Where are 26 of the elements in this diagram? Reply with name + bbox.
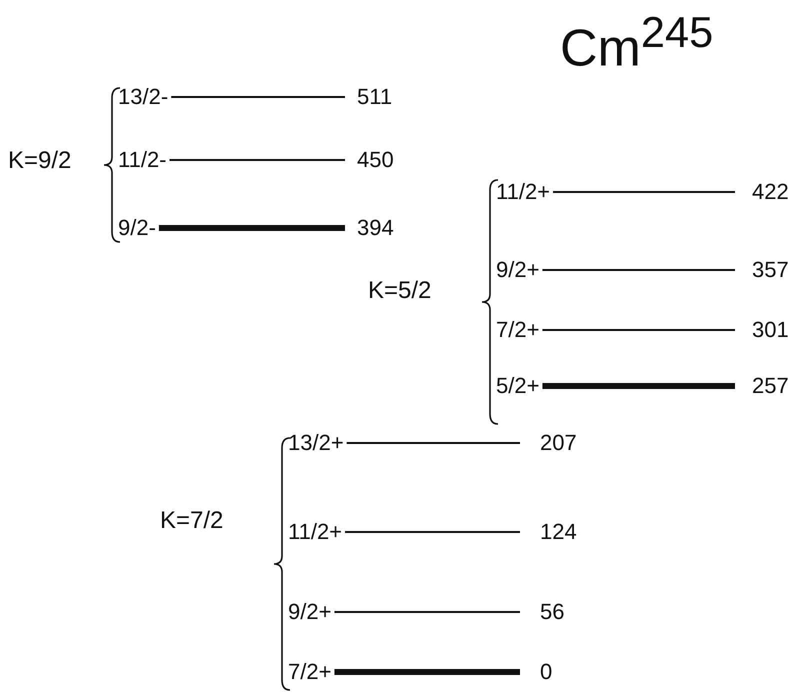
spin-label: 9/2- xyxy=(118,217,156,239)
energy-value: 450 xyxy=(357,149,394,171)
spin-label: 11/2+ xyxy=(288,521,342,543)
energy-value: 422 xyxy=(752,181,789,203)
spin-label: 13/2+ xyxy=(288,432,344,454)
energy-value: 56 xyxy=(540,601,564,623)
energy-value: 257 xyxy=(752,375,789,397)
energy-value: 301 xyxy=(752,319,789,341)
energy-value: 0 xyxy=(540,661,552,683)
energy-value: 357 xyxy=(752,259,789,281)
spin-label: 9/2+ xyxy=(288,601,332,623)
band-label: K=9/2 xyxy=(8,149,72,173)
spin-label: 11/2- xyxy=(118,149,167,171)
spin-label: 7/2+ xyxy=(288,661,332,683)
energy-value: 511 xyxy=(357,86,392,108)
diagram-title: Cm$^{245}$ xyxy=(560,12,714,74)
spin-label: 5/2+ xyxy=(496,375,540,397)
spin-label: 7/2+ xyxy=(496,319,540,341)
spin-label: 9/2+ xyxy=(496,259,540,281)
band-label: K=5/2 xyxy=(368,279,432,303)
energy-value: 394 xyxy=(357,217,394,239)
spin-label: 13/2- xyxy=(118,86,168,108)
energy-value: 124 xyxy=(540,521,577,543)
energy-value: 207 xyxy=(540,432,577,454)
spin-label: 11/2+ xyxy=(496,181,550,203)
band-label: K=7/2 xyxy=(160,509,224,533)
